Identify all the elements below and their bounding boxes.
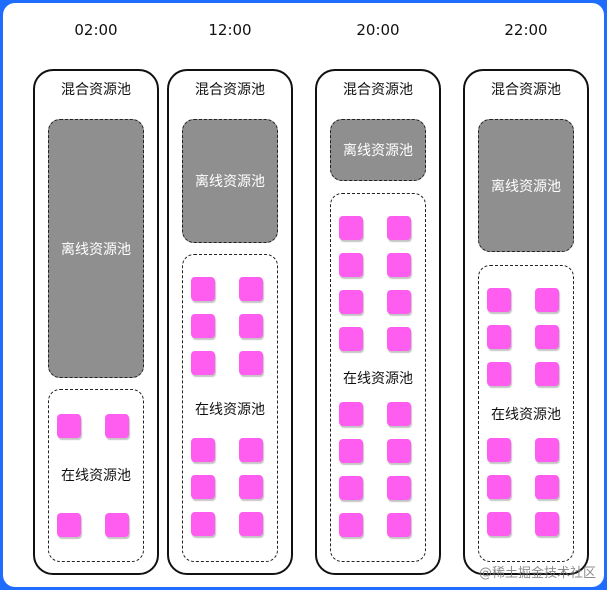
online-pool: 在线资源池 — [330, 193, 426, 562]
online-instance — [239, 475, 263, 499]
time-label: 02:00 — [74, 21, 118, 39]
online-instance — [535, 288, 559, 312]
online-instance — [57, 414, 81, 438]
online-instance — [339, 402, 363, 426]
online-instance — [191, 277, 215, 301]
online-instance — [535, 512, 559, 536]
online-instance — [191, 475, 215, 499]
online-instance — [387, 216, 411, 240]
mixed-pool: 混合资源池 离线资源池 在线资源池 — [463, 69, 589, 575]
online-instance — [191, 512, 215, 536]
online-instance — [487, 438, 511, 462]
time-label: 22:00 — [504, 21, 548, 39]
online-instance — [105, 414, 129, 438]
online-instance — [535, 475, 559, 499]
online-instance — [387, 253, 411, 277]
online-instance — [239, 512, 263, 536]
online-instance — [487, 325, 511, 349]
mixed-pool-label: 混合资源池 — [195, 82, 265, 98]
online-pool-label: 在线资源池 — [491, 407, 561, 423]
online-pool-label: 在线资源池 — [343, 371, 413, 387]
online-pool: 在线资源池 — [182, 254, 278, 562]
online-pool: 在线资源池 — [48, 389, 144, 562]
column-2200: 22:00 混合资源池 离线资源池 在线资源池 — [463, 3, 589, 587]
mixed-pool-label: 混合资源池 — [61, 82, 131, 98]
online-instance — [387, 513, 411, 537]
online-instance — [487, 362, 511, 386]
diagram-canvas: 02:00 混合资源池 离线资源池 在线资源池 12:00 混合资源池 离线资源… — [3, 3, 604, 587]
offline-pool-label: 离线资源池 — [343, 143, 413, 159]
online-instance — [339, 216, 363, 240]
column-2000: 20:00 混合资源池 离线资源池 在线资源池 — [315, 3, 441, 587]
column-1200: 12:00 混合资源池 离线资源池 在线资源池 — [167, 3, 293, 587]
offline-pool: 离线资源池 — [48, 119, 144, 378]
online-instance — [387, 290, 411, 314]
online-instance — [535, 325, 559, 349]
online-pool: 在线资源池 — [478, 265, 574, 562]
online-pool-label: 在线资源池 — [61, 468, 131, 484]
online-instance — [339, 290, 363, 314]
online-pool-label: 在线资源池 — [195, 402, 265, 418]
online-instance — [487, 512, 511, 536]
online-instance — [239, 314, 263, 338]
online-instance — [191, 314, 215, 338]
online-instance — [339, 476, 363, 500]
online-instance — [339, 439, 363, 463]
online-instance — [387, 327, 411, 351]
online-instance — [487, 475, 511, 499]
offline-pool: 离线资源池 — [478, 119, 574, 252]
online-instance — [239, 277, 263, 301]
online-instance — [105, 513, 129, 537]
time-label: 20:00 — [356, 21, 400, 39]
offline-pool-label: 离线资源池 — [195, 174, 265, 190]
online-instance — [387, 476, 411, 500]
offline-pool-label: 离线资源池 — [61, 241, 131, 258]
online-instance — [57, 513, 81, 537]
online-instance — [339, 327, 363, 351]
mixed-pool: 混合资源池 离线资源池 在线资源池 — [33, 69, 159, 575]
offline-pool: 离线资源池 — [330, 119, 426, 181]
mixed-pool: 混合资源池 离线资源池 在线资源池 — [315, 69, 441, 575]
online-instance — [339, 253, 363, 277]
online-instance — [239, 351, 263, 375]
online-instance — [239, 438, 263, 462]
online-instance — [191, 438, 215, 462]
online-instance — [535, 362, 559, 386]
mixed-pool-label: 混合资源池 — [343, 82, 413, 98]
offline-pool-label: 离线资源池 — [491, 178, 561, 195]
watermark: @稀土掘金技术社区 — [478, 566, 596, 581]
online-instance — [191, 351, 215, 375]
online-instance — [387, 439, 411, 463]
online-instance — [487, 288, 511, 312]
mixed-pool: 混合资源池 离线资源池 在线资源池 — [167, 69, 293, 575]
offline-pool: 离线资源池 — [182, 119, 278, 243]
mixed-pool-label: 混合资源池 — [491, 82, 561, 98]
online-instance — [339, 513, 363, 537]
online-instance — [387, 402, 411, 426]
time-label: 12:00 — [208, 21, 252, 39]
online-instance — [535, 438, 559, 462]
column-0200: 02:00 混合资源池 离线资源池 在线资源池 — [33, 3, 159, 587]
